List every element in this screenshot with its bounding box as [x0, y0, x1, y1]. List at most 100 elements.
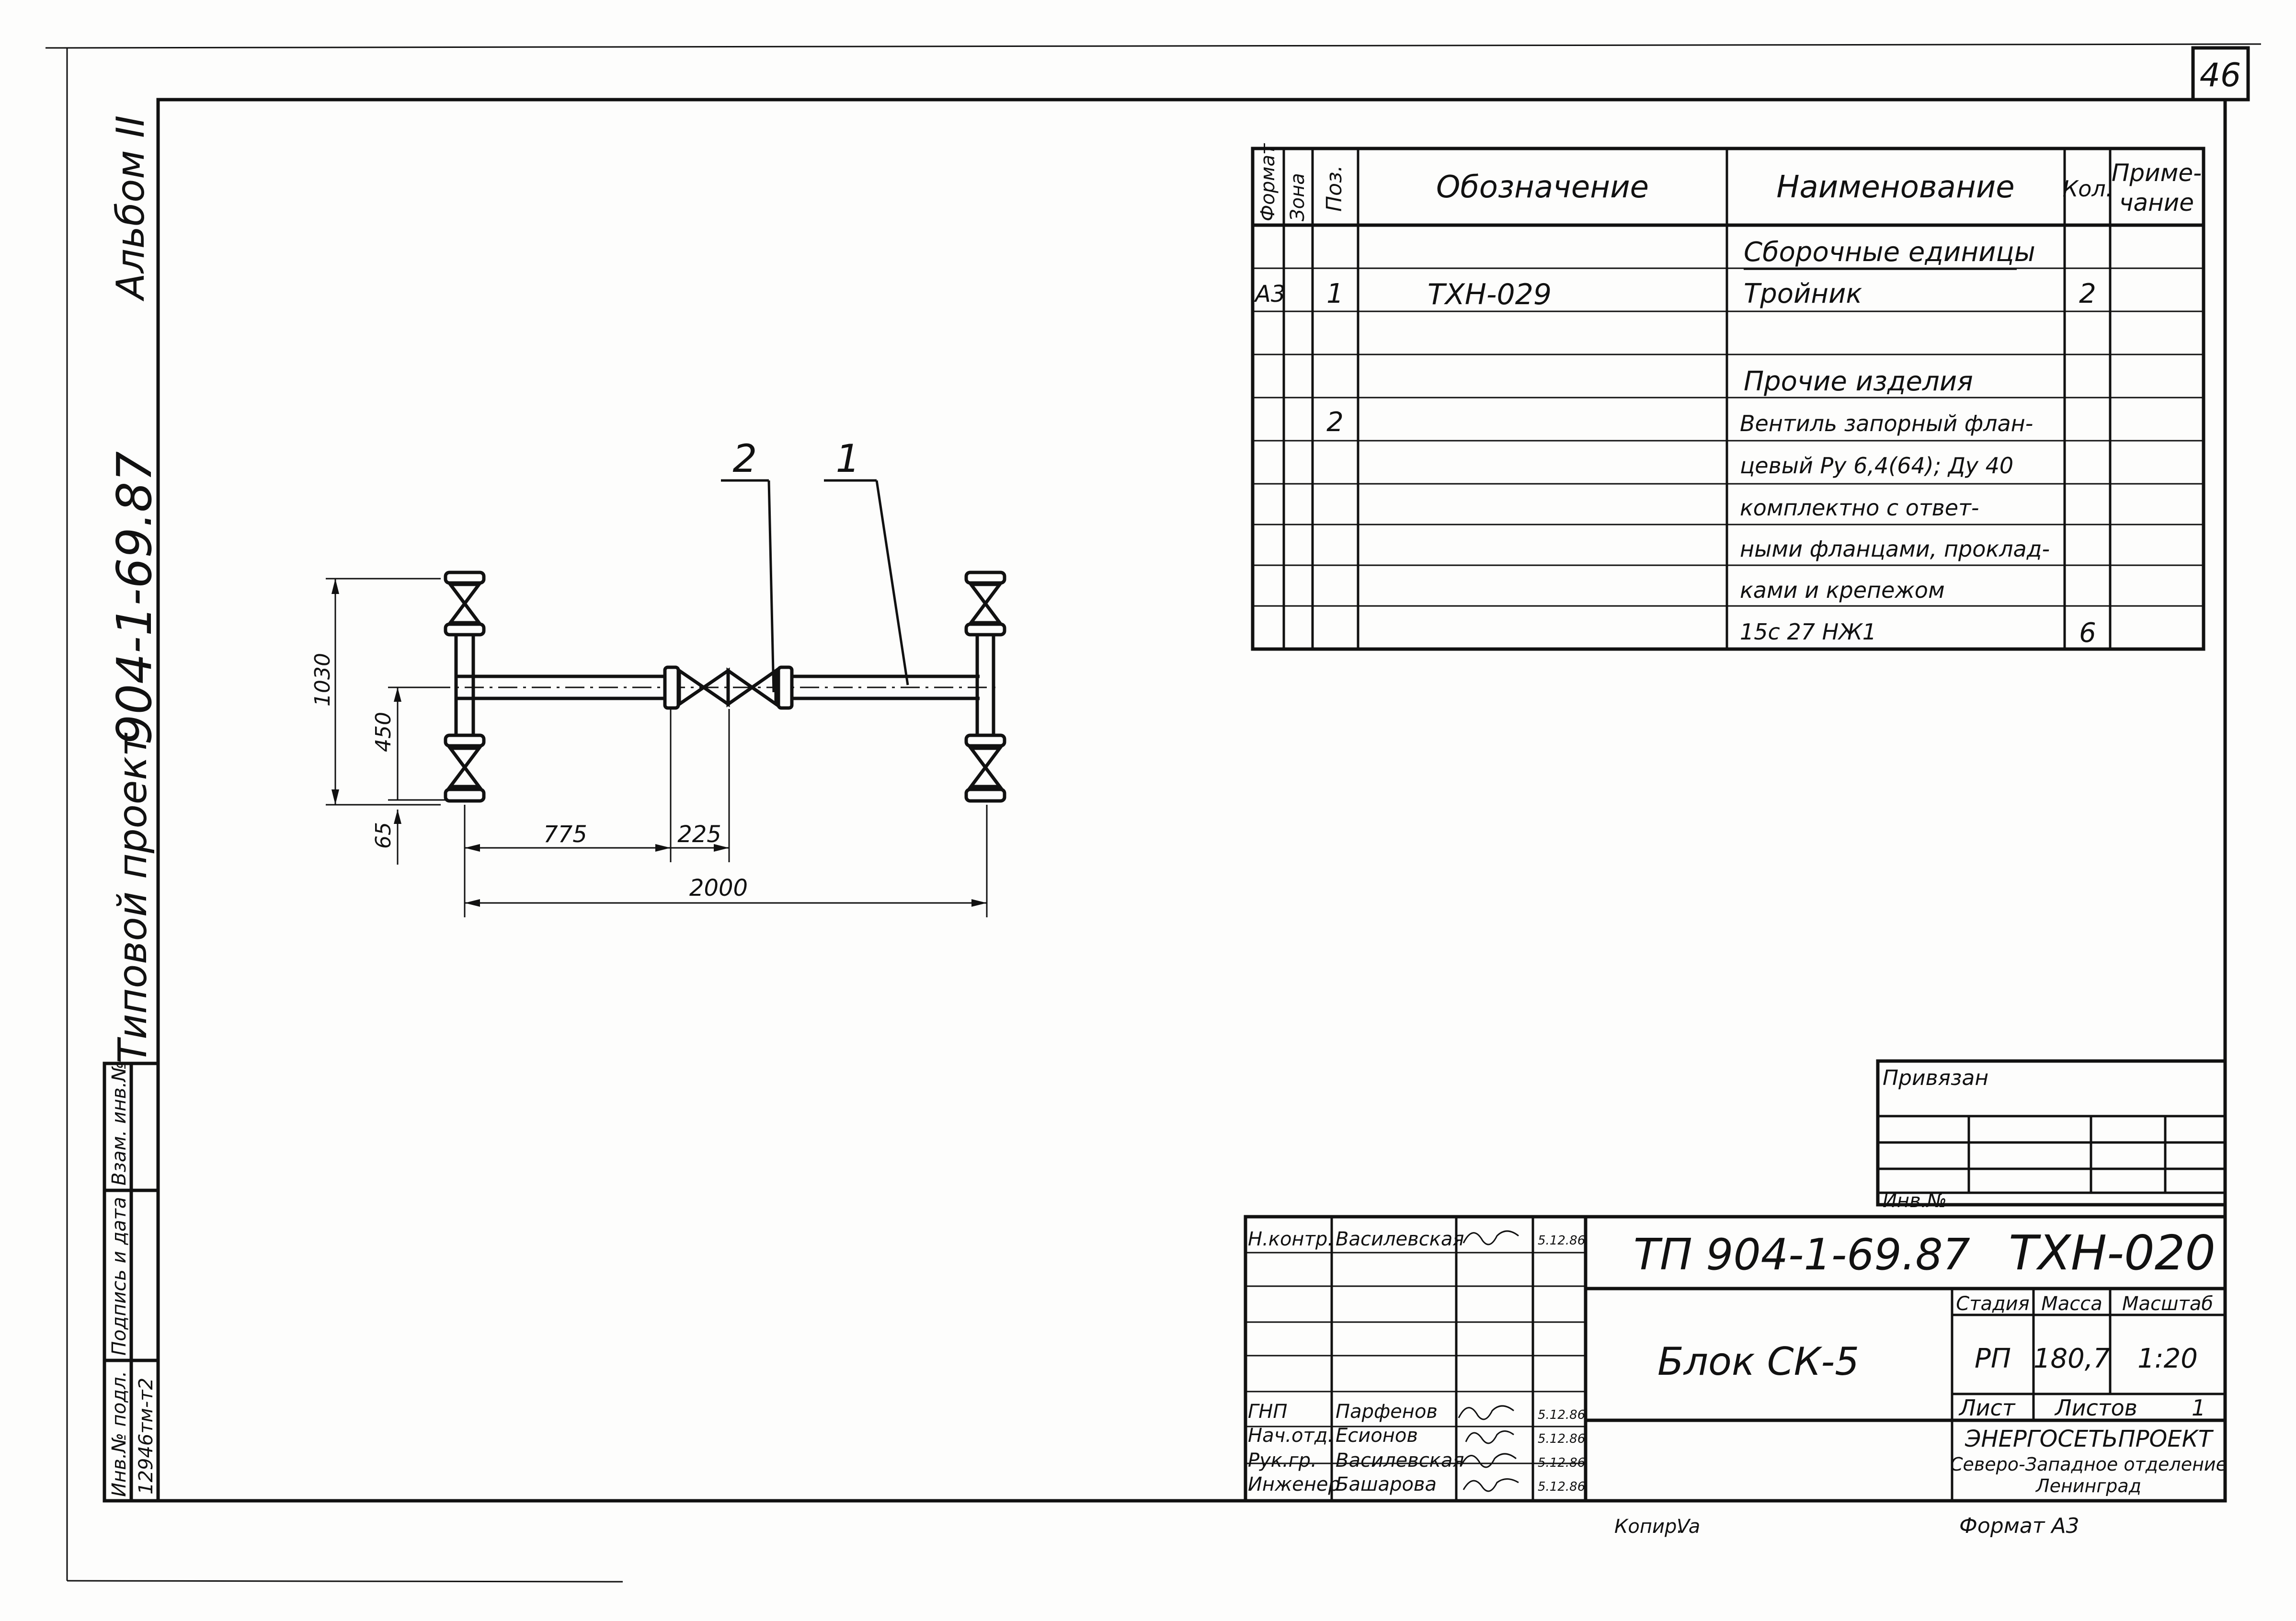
spec-cell-name: ками и крепежом	[1740, 577, 1945, 603]
spec-row: ками и крепежом	[1740, 577, 1945, 603]
spec-row: Сборочные единицы	[1744, 237, 2035, 268]
spec-header-note-1: Приме-	[2112, 159, 2202, 187]
person-role: Рук.гр.	[1248, 1450, 1317, 1472]
person-row: Нач.отд. Есионов 5.12.86	[1248, 1425, 1585, 1447]
spec-row: цевый Ру 6,4(64); Ду 40	[1740, 453, 2013, 479]
sheet-label: Лист	[1958, 1395, 2016, 1421]
spec-cell-designation: ТХН-029	[1428, 278, 1552, 311]
stamp-inventory: 12946тм-т2	[135, 1378, 157, 1495]
horizontal-dimensions: 775 225 2000	[464, 709, 988, 917]
person-name: Башарова	[1336, 1473, 1437, 1495]
spec-header-format: Формат	[1257, 143, 1279, 221]
sheets-value: 1	[2192, 1395, 2205, 1421]
spec-cell-name: 15с 27 НЖ1	[1740, 619, 1876, 645]
stamp-header-sign: Подпись и дата	[108, 1197, 130, 1356]
left-riser	[444, 571, 486, 803]
spec-cell-name: Тройник	[1744, 278, 1862, 309]
piping-drawing: 2 1 1030 450 65	[310, 436, 1006, 917]
stage-label: Стадия	[1956, 1293, 2029, 1315]
spec-row: 15с 27 НЖ1 6	[1740, 617, 2096, 649]
signature-mark	[1465, 1430, 1514, 1444]
person-row: ГНП Парфенов 5.12.86	[1248, 1401, 1585, 1423]
spec-row: ными фланцами, проклад-	[1740, 536, 2050, 562]
title-block: ТП 904-1-69.87 ТХН-020 Блок СК-5 Стадия …	[1244, 1215, 2227, 1503]
format-label: Формат А3	[1959, 1514, 2079, 1538]
mass-value: 180,7	[2033, 1343, 2111, 1374]
scale-label: Масштаб	[2122, 1293, 2213, 1315]
spec-header-zone: Зона	[1287, 173, 1309, 221]
person-name: Василевская	[1336, 1450, 1464, 1472]
spec-cell-name: цевый Ру 6,4(64); Ду 40	[1740, 453, 2013, 479]
person-role: ГНП	[1248, 1401, 1287, 1423]
album-title-text: Типовой проект	[110, 732, 156, 1063]
spec-cell-name: Сборочные единицы	[1744, 237, 2035, 268]
spec-cell-pos: 2	[1326, 407, 1344, 438]
spec-cell-qty: 6	[2079, 617, 2096, 649]
org-name: ЭНЕРГОСЕТЬПРОЕКТ	[1965, 1426, 2214, 1452]
person-date: 5.12.86	[1538, 1480, 1585, 1494]
dim-branch: 450	[371, 712, 396, 752]
dim-overall-length: 2000	[689, 875, 748, 902]
mass-label: Масса	[2041, 1293, 2102, 1315]
vertical-dimensions: 1030 450 65	[310, 578, 450, 865]
binding-block: Привязан Инв.№	[1876, 1059, 2227, 1212]
spec-header-pos: Поз.	[1322, 165, 1347, 212]
leader-label-1: 1	[836, 436, 860, 481]
album-project-number: 904-1-69.87	[106, 451, 162, 745]
album-number: Альбом II	[108, 115, 153, 302]
title-name: Блок СК-5	[1657, 1339, 1859, 1384]
signature-mark	[1460, 1453, 1517, 1468]
person-date: 5.12.86	[1538, 1456, 1585, 1470]
spec-header-designation: Обозначение	[1436, 170, 1649, 205]
spec-cell-name: комплектно с ответ-	[1740, 495, 1979, 521]
org-branch: Северо-Западное отделение	[1950, 1454, 2227, 1475]
person-name: Парфенов	[1336, 1401, 1438, 1423]
inv-no-label: Инв.№	[1883, 1190, 1947, 1212]
spec-row: 2 Вентиль запорный флан-	[1326, 407, 2033, 438]
copy-label: Копир.	[1614, 1516, 1683, 1538]
org-city: Ленинград	[2035, 1475, 2141, 1496]
spec-row: комплектно с ответ-	[1740, 495, 1979, 521]
spec-table: Формат Зона Поз. Обозначение Наименовани…	[1251, 143, 2205, 651]
signature-mark	[1462, 1478, 1519, 1492]
sheet-frame	[45, 43, 2262, 1583]
dim-valve: 225	[677, 821, 721, 848]
gate-valve-pair	[663, 665, 794, 710]
copy-sign: Va	[1677, 1516, 1700, 1538]
person-role: Н.контр.	[1248, 1228, 1334, 1250]
signature-mark	[1458, 1405, 1514, 1420]
stage-value: РП	[1975, 1343, 2011, 1374]
main-pipe	[431, 674, 1001, 700]
spec-cell-qty: 2	[2079, 278, 2096, 309]
person-role: Нач.отд.	[1248, 1425, 1334, 1447]
spec-row: А3 1 ТХН-029 Тройник 2	[1254, 278, 2096, 311]
stamp-header-inv: Инв.№ подл.	[108, 1371, 130, 1497]
spec-header-name: Наименование	[1776, 170, 2014, 205]
person-role: Инженер	[1248, 1473, 1340, 1495]
spec-cell-name: ными фланцами, проклад-	[1740, 536, 2050, 562]
person-date: 5.12.86	[1538, 1233, 1585, 1248]
dim-overall-height: 1030	[310, 653, 335, 707]
person-row: Н.контр. Василевская 5.12.86	[1248, 1228, 1585, 1250]
sheets-label: Листов	[2054, 1395, 2137, 1421]
dim-bottom: 65	[371, 822, 396, 849]
binding-label: Привязан	[1883, 1066, 1988, 1090]
person-row: Инженер Башарова 5.12.86	[1248, 1473, 1585, 1495]
right-riser	[964, 571, 1006, 803]
spec-cell-format: А3	[1254, 281, 1285, 308]
spec-header-qty: Кол.	[2063, 176, 2113, 202]
position-leaders: 2 1	[721, 436, 909, 693]
spec-cell-name: Вентиль запорный флан-	[1740, 411, 2033, 436]
title-code: ТП 904-1-69.87	[1633, 1230, 1970, 1280]
spec-cell-pos: 1	[1326, 278, 1344, 309]
person-name: Василевская	[1336, 1228, 1464, 1250]
sheet-footer: Копир. Va Формат А3	[1614, 1514, 2079, 1538]
signature-mark	[1462, 1230, 1519, 1245]
scale-value: 1:20	[2137, 1343, 2198, 1374]
stamp-header-replace: Взам. инв.№	[108, 1062, 130, 1186]
person-row: Рук.гр. Василевская 5.12.86	[1248, 1450, 1585, 1472]
person-date: 5.12.86	[1538, 1408, 1585, 1422]
person-name: Есионов	[1336, 1425, 1418, 1447]
